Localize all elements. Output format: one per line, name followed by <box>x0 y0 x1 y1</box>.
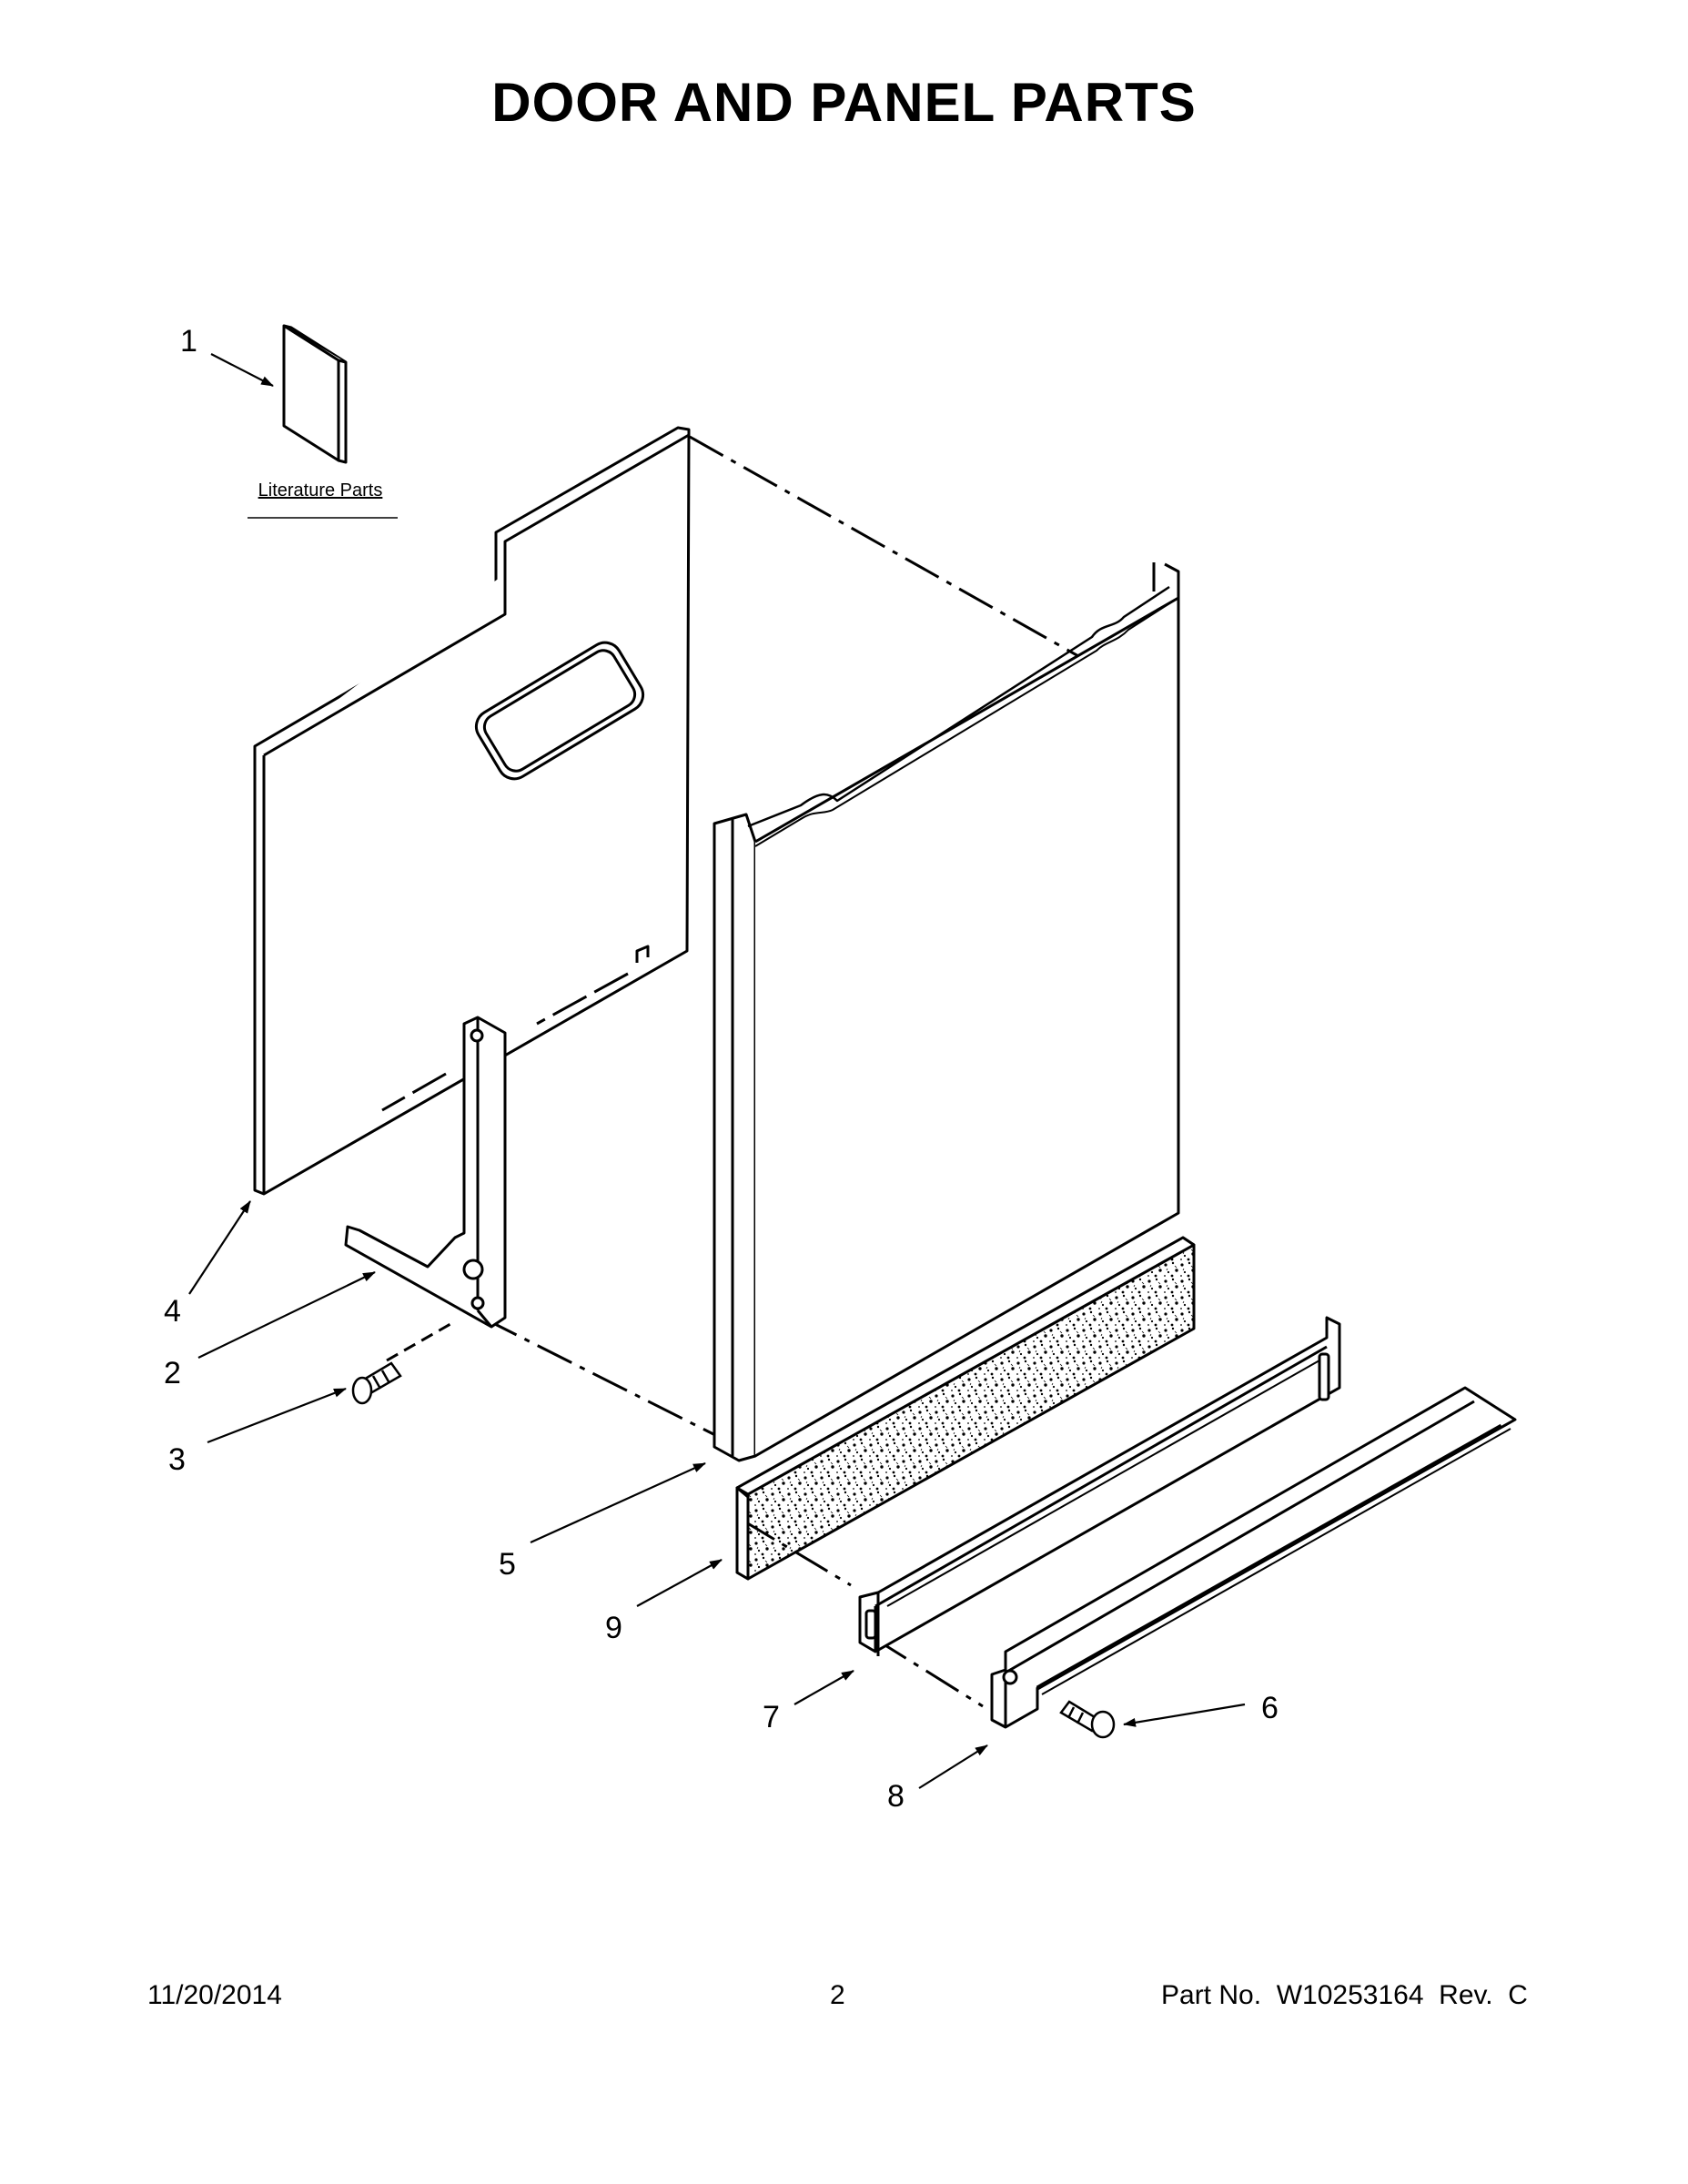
callout-5: 5 <box>499 1547 516 1582</box>
callout-arrows <box>188 353 1246 1789</box>
footer-part-number: Part No. W10253164 Rev. C <box>1161 1980 1528 2010</box>
callout-labels: 1 2 3 4 5 6 7 8 9 <box>164 324 1279 1814</box>
outer-door-panel <box>253 426 691 1196</box>
callout-9: 9 <box>605 1611 622 1645</box>
callout-8: 8 <box>887 1779 905 1814</box>
footer-page-number: 2 <box>830 1980 845 2010</box>
hinge-bracket <box>344 1016 507 1329</box>
callout-6: 6 <box>1261 1691 1279 1725</box>
literature-parts-booklet <box>282 324 348 464</box>
foam-insulation-strip <box>735 1236 1196 1581</box>
callout-4: 4 <box>164 1294 181 1329</box>
callout-1: 1 <box>180 324 197 359</box>
toe-kick-panel <box>858 1316 1341 1656</box>
callout-7: 7 <box>763 1700 780 1734</box>
literature-parts-label: Literature Parts <box>258 480 383 500</box>
footer-date: 11/20/2014 <box>147 1980 282 2010</box>
callout-2: 2 <box>164 1356 181 1390</box>
lower-kick-channel <box>990 1386 1517 1729</box>
channel-screw <box>1059 1700 1116 1739</box>
page-title: DOOR AND PANEL PARTS <box>491 72 1197 133</box>
inner-door-panel <box>713 562 1180 1462</box>
hinge-screw <box>351 1361 402 1405</box>
callout-3: 3 <box>168 1442 186 1477</box>
